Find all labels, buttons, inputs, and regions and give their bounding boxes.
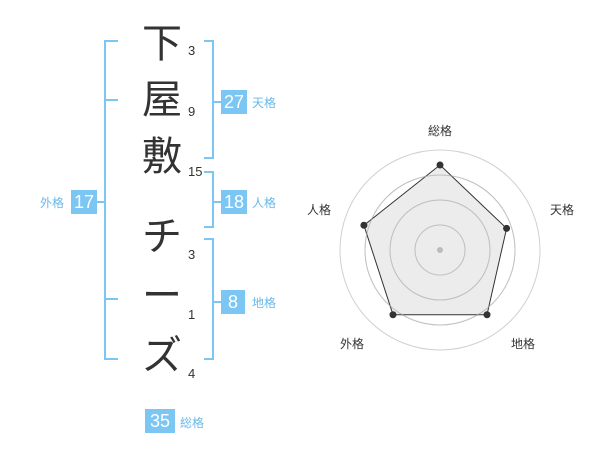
radar-point-1 [436,161,444,169]
radar-ring-overlay-3 [364,174,516,326]
radar-center-dot [437,247,443,253]
chikaku-connector [214,301,221,303]
stroke-count-4: 3 [188,247,196,262]
jinkaku-bracket-top [204,171,214,173]
radar-point-4 [389,311,397,319]
gaikaku-tick-2 [104,298,118,300]
radar-point-2 [503,224,511,232]
name-char-5: ー [142,273,182,319]
radar-axis-label-soukaku: 総格 [428,124,453,138]
tenkaku-connector [214,101,221,103]
jinkaku-connector [214,201,221,203]
radar-series-polygon [363,164,508,316]
name-char-3: 敷 [142,134,182,180]
chikaku-bracket-top [204,238,214,240]
radar-point-5 [360,221,368,229]
chikaku-label: 地格 [252,296,277,310]
jinkaku-value: 18 [221,190,247,214]
name-char-1: 下 [142,21,182,67]
radar-axis-label-gaikaku: 外格 [340,337,365,351]
gaikaku-tick-1 [104,99,118,101]
tenkaku-bracket-top [204,40,214,42]
radar-axis-label-chikaku: 地格 [511,337,536,351]
gaikaku-value: 17 [71,190,97,214]
gaikaku-label: 外格 [40,196,65,210]
gaikaku-connector [96,201,104,203]
tenkaku-bracket-bottom [204,157,214,159]
stroke-count-1: 3 [188,43,196,58]
name-char-2: 屋 [142,77,182,123]
stroke-count-5: 1 [188,307,196,322]
gaikaku-bracket-line [104,40,106,360]
chikaku-bracket-line [212,238,214,360]
stroke-count-3: 15 [188,164,203,179]
name-char-4: チ [142,214,182,260]
tenkaku-bracket-line [212,40,214,159]
radar-ring-overlay-2 [389,199,491,301]
soukaku-value: 35 [145,409,175,433]
name-char-6: ズ [142,333,182,379]
jinkaku-label: 人格 [252,196,277,210]
soukaku-label: 総格 [180,416,205,430]
gaikaku-bracket-bottom [104,358,118,360]
gaikaku-bracket-top [104,40,118,42]
stroke-count-6: 4 [188,366,196,381]
tenkaku-label: 天格 [252,96,277,110]
radar-point-3 [483,311,491,319]
jinkaku-bracket-line [212,171,214,228]
radar-ring-overlay-1 [414,224,466,276]
tenkaku-value: 27 [221,90,247,114]
jinkaku-bracket-bottom [204,226,214,228]
chikaku-bracket-bottom [204,358,214,360]
radar-axis-label-jinkaku: 人格 [307,203,332,217]
radar-axis-label-tenkaku: 天格 [550,203,575,217]
stroke-count-2: 9 [188,104,196,119]
chikaku-value: 8 [221,290,245,314]
